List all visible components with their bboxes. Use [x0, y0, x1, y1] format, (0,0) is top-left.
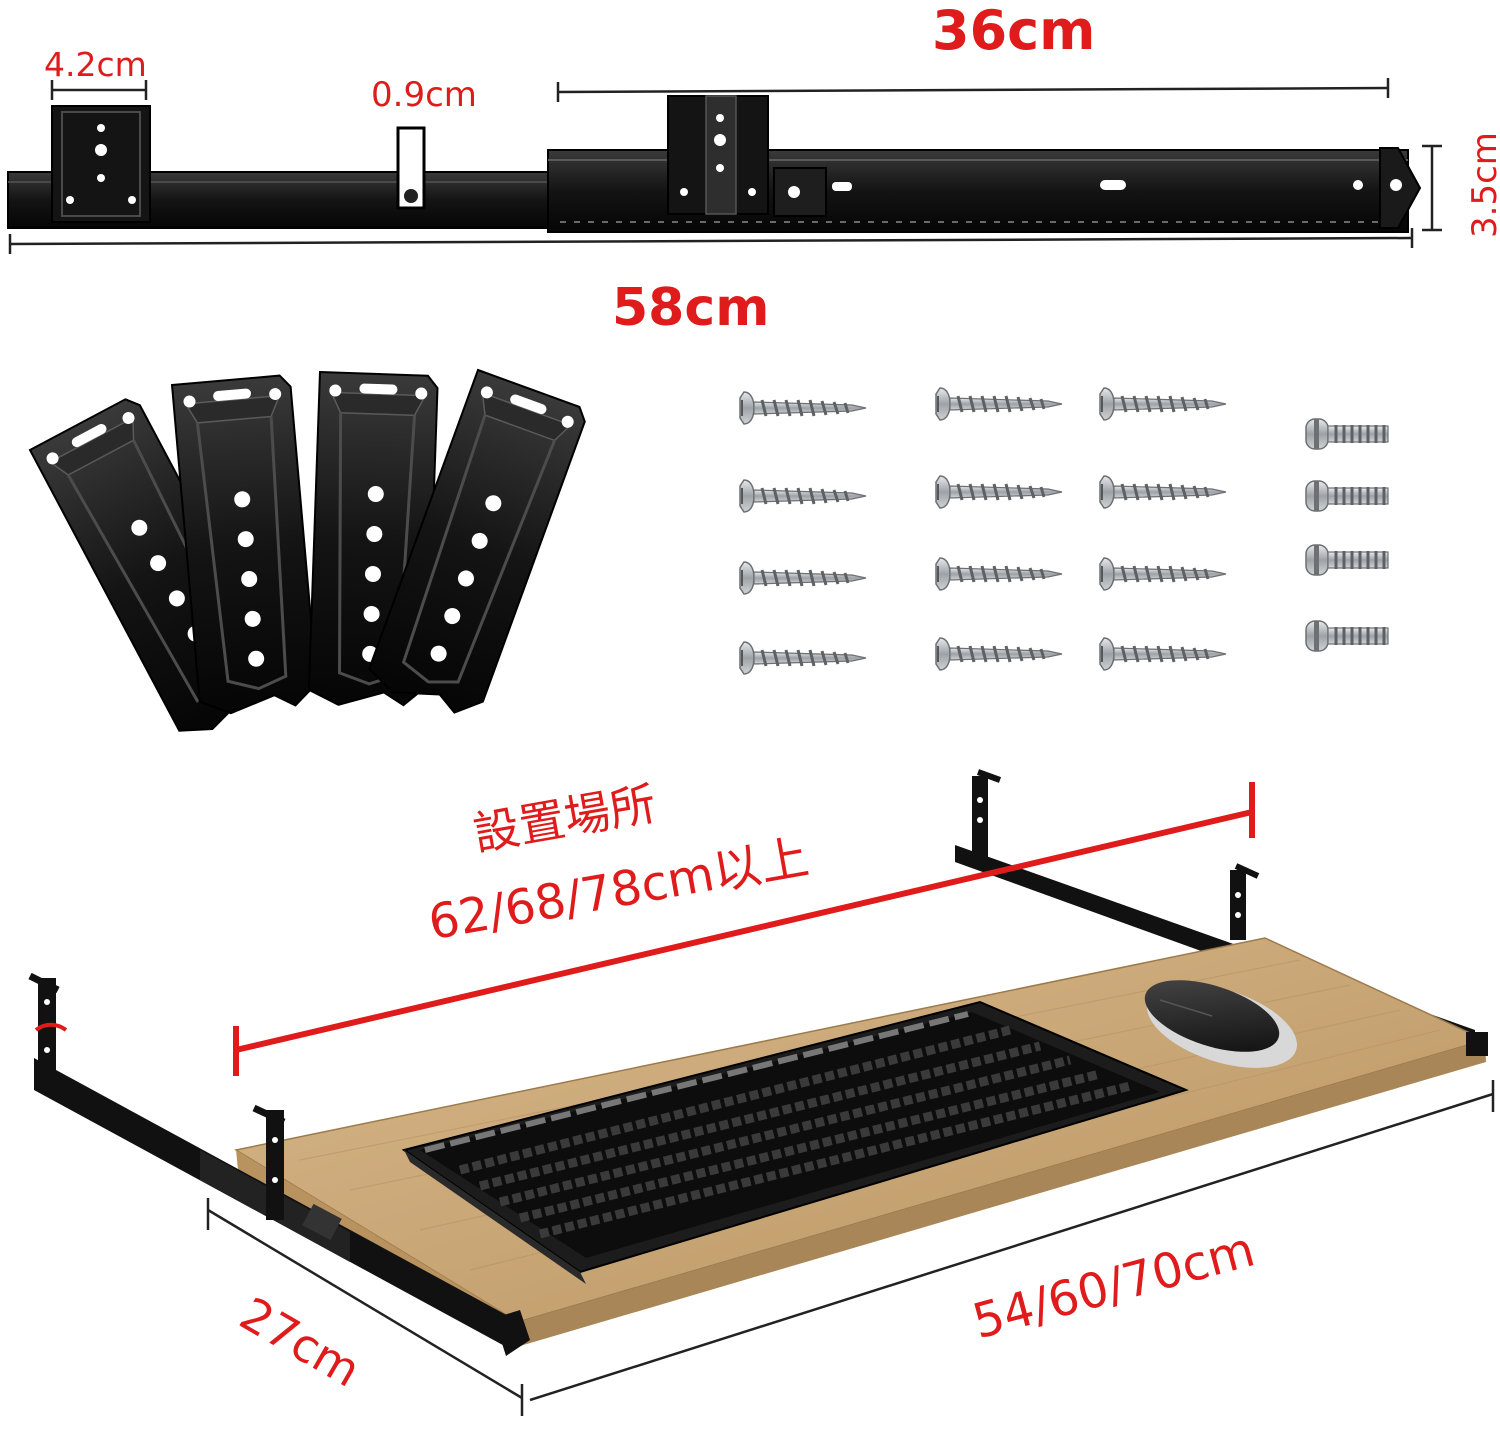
wood-screws [738, 386, 1228, 676]
machine-screw-icon [1304, 543, 1390, 577]
wood-screw-icon [738, 560, 868, 596]
wood-screw-icon [738, 640, 868, 676]
wood-screw-icon [934, 474, 1064, 510]
wood-screw-icon [934, 386, 1064, 422]
slide-rail [7, 95, 1422, 233]
slot-width-label: 0.9cm [371, 75, 477, 115]
wood-screw-icon [1098, 636, 1228, 672]
dimension-lines-rail [8, 78, 1442, 254]
machine-screw-icon [1304, 479, 1390, 513]
machine-screw-icon [1304, 619, 1390, 653]
wood-screw-icon [738, 390, 868, 426]
wood-screw-icon [738, 478, 868, 514]
wood-screw-icon [1098, 556, 1228, 592]
wood-screw-icon [1098, 386, 1228, 422]
rail-height-label: 3.5cm [1465, 132, 1500, 238]
machine-screws [1304, 417, 1390, 653]
keyboard [401, 1000, 1189, 1284]
wood-screw-icon [934, 556, 1064, 592]
machine-screw-icon [1304, 417, 1390, 451]
rail-length-label: 58cm [612, 278, 770, 338]
rail-extension-label: 36cm [932, 0, 1096, 62]
bracket-width-label: 4.2cm [44, 45, 147, 84]
wood-screw-icon [934, 636, 1064, 672]
wood-screw-icon [1098, 474, 1228, 510]
install-length-line [233, 782, 1255, 1076]
mouse [1144, 980, 1298, 1068]
mounting-brackets [28, 368, 591, 745]
dimension-lines-tray [206, 1080, 1495, 1416]
